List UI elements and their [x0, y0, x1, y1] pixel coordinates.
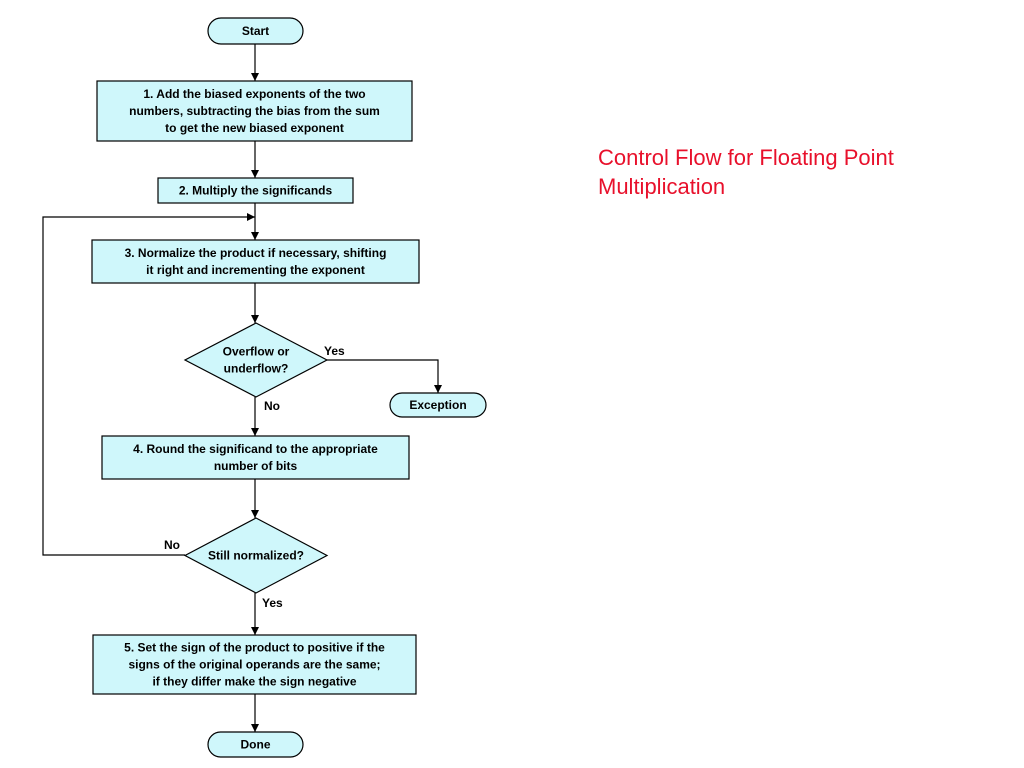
normalized-decision-shape — [183, 517, 329, 594]
overflow-text-line: underflow? — [224, 362, 289, 376]
step3-process-shape — [91, 239, 420, 284]
done-terminator-shape — [207, 731, 304, 758]
step5-text-line: signs of the original operands are the s… — [128, 658, 380, 672]
step1-process-shape — [96, 80, 413, 142]
exception-text-line: Exception — [409, 398, 466, 412]
node-step1: 1. Add the biased exponents of the two nu… — [96, 80, 413, 142]
node-done: Done — [207, 731, 304, 758]
step5-text-line: if they differ make the sign negative — [152, 675, 356, 689]
node-overflow: Overflow or underflow? — [183, 322, 329, 398]
edge-label-normalized-to-step3: No — [164, 538, 180, 552]
node-exception: Exception — [389, 392, 487, 418]
slide-title: Control Flow for Floating Point Multipli… — [598, 145, 894, 199]
node-step2: 2. Multiply the significands — [157, 177, 354, 204]
start-text-line: Start — [242, 24, 269, 38]
node-step3: 3. Normalize the product if necessary, s… — [91, 239, 420, 284]
step2-process-shape — [157, 177, 354, 204]
step4-text-line: 4. Round the significand to the appropri… — [133, 442, 378, 456]
normalized-text-line: Still normalized? — [208, 549, 304, 563]
step3-text-line: 3. Normalize the product if necessary, s… — [125, 246, 387, 260]
overflow-text-line: Overflow or — [223, 345, 290, 359]
edge-label-normalized-to-step5: Yes — [262, 596, 283, 610]
step5-text-line: 5. Set the sign of the product to positi… — [124, 641, 385, 655]
arrow-overflow-to-exception — [327, 359, 442, 393]
step4-text-line: number of bits — [214, 459, 298, 473]
overflow-decision-shape — [183, 322, 329, 398]
edge-label-overflow-to-step4: No — [264, 399, 280, 413]
node-start: Start — [207, 17, 304, 45]
step1-text-line: 1. Add the biased exponents of the two — [143, 87, 365, 101]
node-step4: 4. Round the significand to the appropri… — [101, 435, 410, 480]
node-step5: 5. Set the sign of the product to positi… — [92, 634, 417, 695]
arrow-normalized-to-step3 — [42, 213, 255, 556]
node-normalized: Still normalized? — [183, 517, 329, 594]
done-text-line: Done — [241, 738, 271, 752]
edge-label-overflow-to-exception: Yes — [324, 344, 345, 358]
step4-process-shape — [101, 435, 410, 480]
step5-process-shape — [92, 634, 417, 695]
step1-text-line: to get the new biased exponent — [165, 121, 344, 135]
start-terminator-shape — [207, 17, 304, 45]
step3-text-line: it right and incrementing the exponent — [146, 263, 365, 277]
exception-terminator-shape — [389, 392, 487, 418]
step2-text-line: 2. Multiply the significands — [179, 184, 333, 198]
step1-text-line: numbers, subtracting the bias from the s… — [129, 104, 380, 118]
